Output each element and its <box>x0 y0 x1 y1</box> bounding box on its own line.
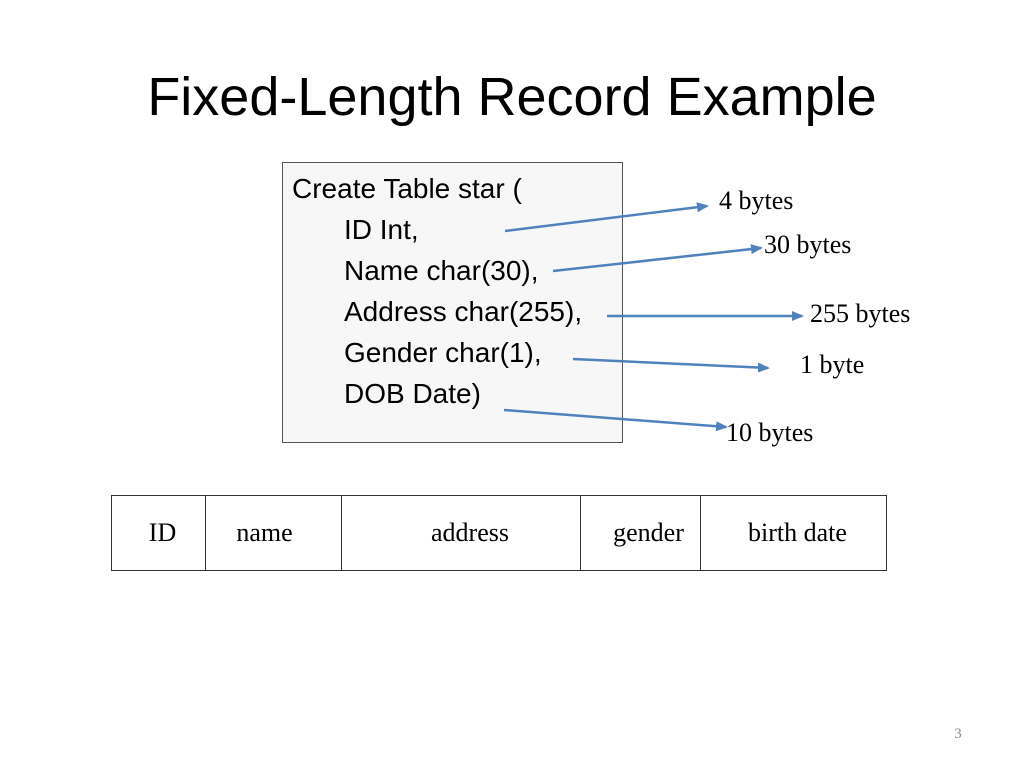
code-line-create-table: Create Table star ( <box>292 173 522 204</box>
size-label-address: 255 bytes <box>810 299 911 328</box>
code-line-gender: Gender char(1), <box>344 337 542 368</box>
record-field-id: ID <box>148 518 177 547</box>
code-line-id: ID Int, <box>344 214 419 245</box>
record-field-gender: gender <box>580 496 700 570</box>
record-field-birth-date: birth date <box>700 496 886 570</box>
code-line-name: Name char(30), <box>344 255 539 286</box>
size-label-name: 30 bytes <box>764 230 852 259</box>
size-label-gender: 1 byte <box>800 350 865 379</box>
record-field-name: name <box>205 496 341 570</box>
size-label-dob: 10 bytes <box>726 418 814 447</box>
record-field-address: address <box>341 496 580 570</box>
record-layout: ID name address gender birth date <box>111 495 887 571</box>
page-number: 3 <box>954 726 962 742</box>
create-table-code-box: Create Table star ( ID Int, Name char(30… <box>282 162 623 443</box>
code-line-dob: DOB Date) <box>344 378 481 409</box>
code-line-address: Address char(255), <box>344 296 583 327</box>
size-label-id: 4 bytes <box>719 186 794 215</box>
slide-title: Fixed-Length Record Example <box>147 67 877 127</box>
